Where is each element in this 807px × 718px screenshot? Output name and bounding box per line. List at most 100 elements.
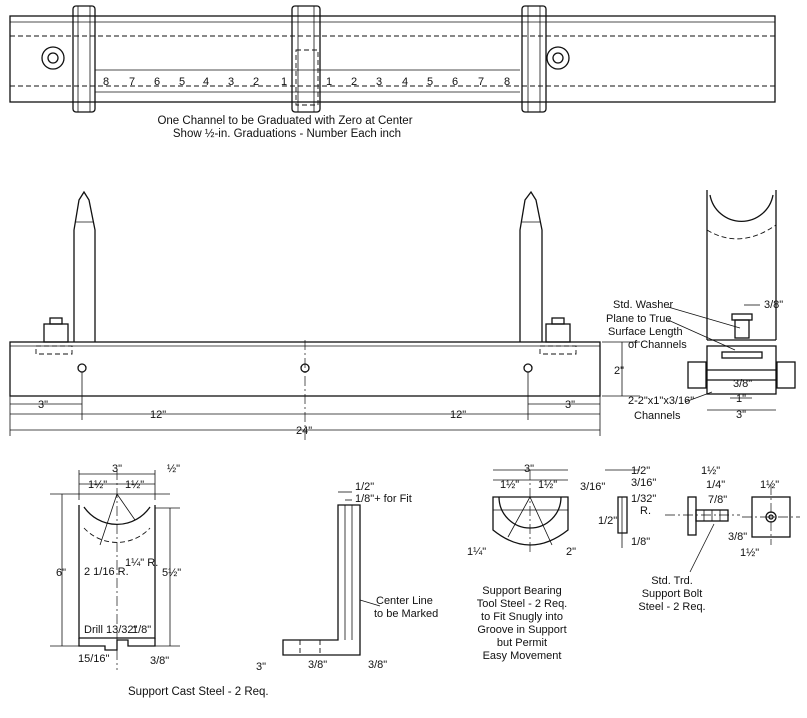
bolt-dim-sq-w: 1½" <box>760 479 779 491</box>
blade-dim-1-2: 1/2" <box>631 465 650 477</box>
scale-label: 2 <box>351 76 357 88</box>
top-view-channel <box>9 15 776 106</box>
blade-r: R. <box>640 505 651 517</box>
dim-right-3: 3" <box>565 399 575 411</box>
scale-label: 6 <box>154 76 160 88</box>
side-dim-half: 1/2" <box>355 481 374 493</box>
side-support-view <box>282 491 381 656</box>
support-dim-5-half: 5½" <box>162 567 181 579</box>
bolt-dim-3-8: 3/8" <box>728 531 747 543</box>
graduation-scale: 8 7 6 5 4 3 2 1 1 2 3 4 5 6 7 8 <box>103 76 510 88</box>
support-dim-15-16: 15/16" <box>78 653 110 665</box>
bearing-caption-line: to Fit Snugly into <box>481 611 563 623</box>
support-radius-2: 1¼" R. <box>125 557 158 569</box>
bolt-dim-sq-h: 1½" <box>740 547 759 559</box>
nut-icon-left <box>41 46 65 70</box>
bearing-dim-2: 2" <box>566 546 576 558</box>
blade-view <box>605 469 640 548</box>
blade-dim-1-2-h: 1/2" <box>598 515 617 527</box>
support-caption: Support Cast Steel - 2 Req. <box>128 686 269 698</box>
bearing-view <box>492 469 569 552</box>
label-channels: Channels <box>634 410 681 422</box>
nut-icon-front-left <box>43 317 69 343</box>
bolt-caption-line: Support Bolt <box>642 588 703 600</box>
support-dim-half-r: 1½" <box>125 479 144 491</box>
side-dim-3-8-b: 3/8" <box>368 659 387 671</box>
side-dim-3: 3" <box>256 661 266 673</box>
blade-dim-1-8: 1/8" <box>631 536 650 548</box>
clamp-center <box>291 5 321 113</box>
bolt-dim-1-half: 1½" <box>701 465 720 477</box>
blade-dim-3-16-b: 3/16" <box>631 477 656 489</box>
scale-label: 5 <box>427 76 433 88</box>
support-dim-3: 3" <box>112 463 122 475</box>
side-dim-3-8-a: 3/8" <box>308 659 327 671</box>
post-left <box>73 190 96 342</box>
top-caption-1: One Channel to be Graduated with Zero at… <box>157 115 412 127</box>
bearing-dim-half-r: 1½" <box>538 479 557 491</box>
bearing-dim-1-4: 1¼" <box>467 546 486 558</box>
bearing-dim-half-l: 1½" <box>500 479 519 491</box>
support-dim-top-half: ½" <box>167 463 180 475</box>
bolt-dim-1-4: 1/4" <box>706 479 725 491</box>
scale-label: 8 <box>103 76 109 88</box>
support-dim-3-8: 3/8" <box>150 655 169 667</box>
scale-label: 5 <box>179 76 185 88</box>
scale-label: 7 <box>478 76 484 88</box>
scale-label: 3 <box>228 76 234 88</box>
support-drill: Drill 13/32" <box>84 624 138 636</box>
scale-label: 2 <box>253 76 259 88</box>
side-center-line-1: Center Line <box>376 595 433 607</box>
scale-label: 3 <box>376 76 382 88</box>
post-right <box>519 190 543 342</box>
bolt-caption: Std. Trd. Support Bolt Steel - 2 Req. <box>638 575 705 613</box>
label-plane-2: Surface Length <box>608 326 683 338</box>
front-dimension-lines <box>9 341 640 436</box>
blade-dim-3-16-a: 3/16" <box>580 481 605 493</box>
side-fit: 1/8"+ for Fit <box>355 493 412 505</box>
top-caption-2: Show ½-in. Graduations - Number Each inc… <box>173 128 401 140</box>
dim-3-end: 3" <box>736 409 746 421</box>
bolt-caption-line: Steel - 2 Req. <box>638 601 705 613</box>
scale-label: 1 <box>326 76 332 88</box>
support-dim-half-l: 1½" <box>88 479 107 491</box>
bearing-caption: Support Bearing Tool Steel - 2 Req. to F… <box>477 585 568 662</box>
scale-label: 7 <box>129 76 135 88</box>
blade-dim-1-32: 1/32" <box>631 493 656 505</box>
support-dim-1-8: 1/8" <box>132 624 151 636</box>
scale-label: 6 <box>452 76 458 88</box>
label-channels-size: 2-2"x1"x3/16" <box>628 395 694 407</box>
scale-label: 8 <box>504 76 510 88</box>
nut-icon-right <box>546 46 570 70</box>
dim-height-2: 2" <box>614 365 624 377</box>
scale-label: 4 <box>203 76 209 88</box>
scale-label: 4 <box>402 76 408 88</box>
side-center-line-2: to be Marked <box>374 608 438 620</box>
bearing-caption-line: but Permit <box>497 637 547 649</box>
support-radius-1: 2 1/16 R. <box>84 566 129 578</box>
bearing-caption-line: Support Bearing <box>482 585 562 597</box>
dim-left-12: 12" <box>150 409 166 421</box>
clamp-left <box>72 5 96 113</box>
dim-3-8-top: 3/8" <box>764 299 783 311</box>
bolt-caption-line: Std. Trd. <box>651 575 693 587</box>
dim-right-12: 12" <box>450 409 466 421</box>
bolt-dim-7-8: 7/8" <box>708 494 727 506</box>
dim-left-3: 3" <box>38 399 48 411</box>
label-std-washer: Std. Washer <box>613 299 673 311</box>
front-view-channel <box>9 340 601 440</box>
bearing-caption-line: Easy Movement <box>483 650 562 662</box>
support-view <box>50 470 180 670</box>
nut-icon-front-right <box>545 317 571 343</box>
bearing-dim-3: 3" <box>524 463 534 475</box>
bolt-view <box>665 485 800 573</box>
dim-1: 1" <box>736 393 746 405</box>
bearing-caption-line: Groove in Support <box>477 624 566 636</box>
scale-label: 1 <box>281 76 287 88</box>
dim-3-8-bolt: 3/8" <box>733 378 752 390</box>
end-view <box>667 190 796 411</box>
bearing-caption-line: Tool Steel - 2 Req. <box>477 598 568 610</box>
clamp-right <box>521 5 547 113</box>
